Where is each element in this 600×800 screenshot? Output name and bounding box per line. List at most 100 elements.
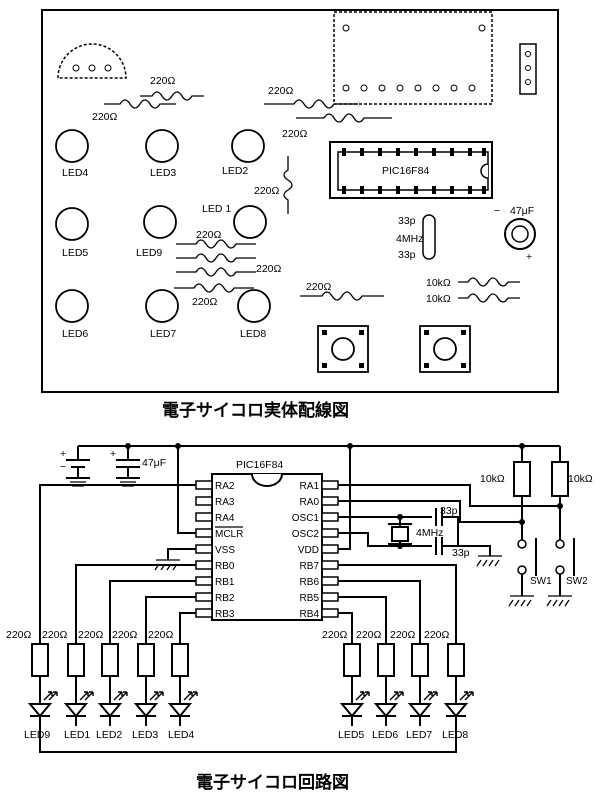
led-cathode bbox=[30, 715, 50, 726]
led9-label: LED9 bbox=[136, 247, 162, 259]
pullup-label-1: 10kΩ bbox=[480, 473, 505, 485]
led4-label: LED4 bbox=[62, 167, 88, 179]
chip-label-top: PIC16F84 bbox=[382, 165, 429, 177]
plus-sign: + bbox=[526, 251, 532, 263]
battery-symbol: + − bbox=[60, 448, 90, 487]
led6-label: LED6 bbox=[62, 328, 88, 340]
c33-label: 33p bbox=[398, 249, 416, 261]
chip-label-bottom: PIC16F84 bbox=[236, 459, 283, 471]
minus-sign: − bbox=[494, 205, 500, 217]
battery-box-pins bbox=[342, 24, 486, 92]
led8-label: LED8 bbox=[240, 328, 266, 340]
xtal-label: 4MHz bbox=[396, 233, 423, 245]
led-ground-line bbox=[39, 726, 457, 753]
r-label: 10kΩ bbox=[426, 293, 451, 305]
batt-plus: + bbox=[60, 448, 66, 460]
r-label: 220Ω bbox=[6, 629, 32, 641]
sw2-label: SW2 bbox=[566, 576, 588, 587]
led1-label: LED 1 bbox=[202, 203, 231, 215]
pin-ra3: RA3 bbox=[215, 497, 235, 508]
led-branches bbox=[27, 643, 474, 753]
pin-vdd: VDD bbox=[298, 545, 319, 556]
r-label: 220Ω bbox=[112, 629, 138, 641]
led-diode bbox=[373, 703, 399, 718]
batt-minus: − bbox=[60, 461, 66, 473]
resistors-top bbox=[104, 91, 520, 303]
led-light-arrows bbox=[355, 691, 370, 701]
crystal-top bbox=[422, 214, 436, 260]
r-label: 220Ω bbox=[148, 629, 174, 641]
led-resistor bbox=[343, 643, 361, 677]
pullup-r1 bbox=[513, 461, 531, 497]
r-label: 220Ω bbox=[92, 111, 118, 123]
led-light-arrows bbox=[149, 691, 164, 701]
led-cathode bbox=[100, 715, 120, 726]
led-light-arrows bbox=[183, 691, 198, 701]
r-label: 220Ω bbox=[78, 629, 104, 641]
r-label: 220Ω bbox=[150, 75, 176, 87]
r-label: 220Ω bbox=[256, 263, 282, 275]
r-label: 220Ω bbox=[192, 296, 218, 308]
led-diode bbox=[63, 703, 89, 718]
c33-label-1: 33p bbox=[440, 505, 458, 517]
led-cathode bbox=[170, 715, 190, 726]
led-resistor bbox=[447, 643, 465, 677]
pin-rb2: RB2 bbox=[215, 593, 235, 604]
pic-chip: PIC16F84 bbox=[329, 141, 493, 199]
c33-label: 33p bbox=[398, 215, 416, 227]
c33-label-2: 33p bbox=[452, 547, 470, 559]
led-light-arrows bbox=[79, 691, 94, 701]
led7-label: LED7 bbox=[150, 328, 176, 340]
pin-rb5: RB5 bbox=[300, 593, 320, 604]
led-resistor bbox=[67, 643, 85, 677]
pin-rb0: RB0 bbox=[215, 561, 235, 572]
pin-rb1: RB1 bbox=[215, 577, 235, 588]
battery-holder bbox=[57, 43, 127, 79]
led5-label: LED5 bbox=[62, 247, 88, 259]
connector bbox=[519, 43, 537, 95]
schematic-title: 電子サイコロ回路図 bbox=[196, 772, 349, 793]
pin-rb7: RB7 bbox=[300, 561, 320, 572]
cap-label-top: 47μF bbox=[510, 205, 534, 217]
led-diode bbox=[407, 703, 433, 718]
r-label: 10kΩ bbox=[426, 277, 451, 289]
led-diode bbox=[443, 703, 469, 718]
right-pins: RA1 RA0 OSC1 OSC2 VDD RB7 RB6 RB5 RB4 bbox=[292, 480, 339, 620]
pin-ra4: RA4 bbox=[215, 513, 235, 524]
sw1-label: SW1 bbox=[530, 576, 552, 587]
led-diode bbox=[339, 703, 365, 718]
r-label: 220Ω bbox=[196, 229, 222, 241]
cap-label-bottom: 47μF bbox=[142, 457, 166, 469]
led-cathode bbox=[376, 715, 396, 726]
pullup-r2 bbox=[551, 461, 569, 497]
pcb-outline bbox=[41, 9, 559, 393]
pin-rb4: RB4 bbox=[300, 609, 320, 620]
pin-mclr: MCLR bbox=[215, 529, 243, 540]
capacitor-47uf: + 47μF bbox=[110, 448, 166, 487]
led-resistor bbox=[377, 643, 395, 677]
led-cathode bbox=[66, 715, 86, 726]
resistor-labels-top: 220Ω 220Ω 220Ω 220Ω 220Ω 220Ω 220Ω 220Ω … bbox=[92, 75, 451, 308]
r-label: 220Ω bbox=[356, 629, 382, 641]
led-resistor bbox=[101, 643, 119, 677]
pushbutton-sw1 bbox=[317, 325, 369, 373]
led-cathode bbox=[410, 715, 430, 726]
led-cathode bbox=[342, 715, 362, 726]
crystal-network: 33p 33p 4MHz bbox=[338, 505, 502, 567]
pin-rb6: RB6 bbox=[300, 577, 320, 588]
crystal-label: 4MHz bbox=[416, 527, 443, 539]
led-light-arrows bbox=[459, 691, 474, 701]
led-light-arrows bbox=[423, 691, 438, 701]
led3-label: LED3 bbox=[150, 167, 176, 179]
pin-ra0: RA0 bbox=[300, 497, 320, 508]
r-label: 220Ω bbox=[322, 629, 348, 641]
pin-osc1: OSC1 bbox=[292, 513, 320, 524]
schematic: + − + 47μF PIC16F84 RA2 RA bbox=[6, 443, 593, 793]
led-resistor bbox=[411, 643, 429, 677]
cap-plus: + bbox=[110, 448, 116, 460]
led-resistor bbox=[171, 643, 189, 677]
r-label: 220Ω bbox=[268, 85, 294, 97]
led2-label: LED2 bbox=[222, 165, 248, 177]
pushbutton-sw2 bbox=[419, 325, 471, 373]
